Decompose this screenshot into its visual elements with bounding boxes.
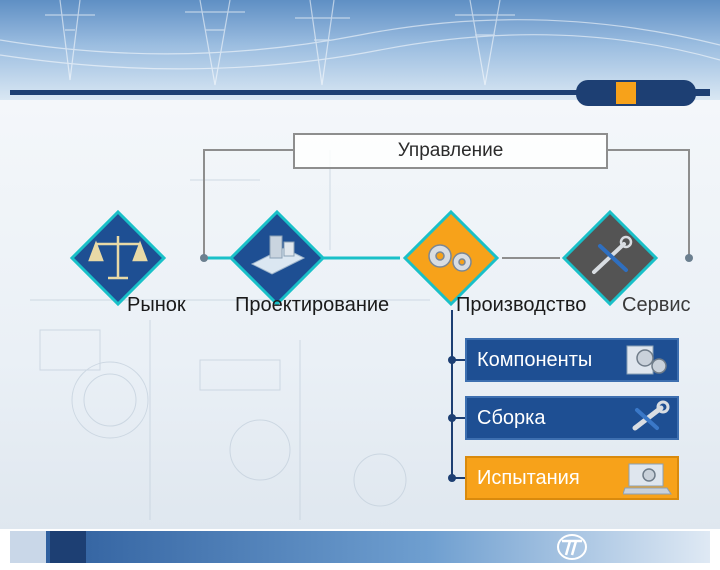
laptop-test-icon bbox=[623, 463, 672, 495]
footer-block-dark bbox=[50, 531, 86, 563]
step-testing: Испытания bbox=[465, 456, 679, 500]
stage-label-production: Производство bbox=[456, 294, 587, 316]
step-components-label: Компоненты bbox=[477, 348, 593, 371]
header-bar bbox=[10, 90, 580, 95]
management-box: Управление bbox=[293, 133, 608, 169]
step-assembly: Сборка bbox=[465, 396, 679, 440]
stage-design-node bbox=[228, 209, 326, 307]
step-assembly-label: Сборка bbox=[477, 406, 546, 429]
stage-production-node bbox=[402, 209, 500, 307]
step-components: Компоненты bbox=[465, 338, 679, 382]
wrench-screwdriver-icon bbox=[592, 235, 633, 274]
gears-icon bbox=[428, 244, 472, 272]
footer-block-light bbox=[10, 531, 46, 563]
management-label: Управление bbox=[397, 140, 504, 161]
header-bar-cap bbox=[576, 80, 696, 106]
step-testing-label: Испытания bbox=[477, 466, 580, 489]
stage-label-market: Рынок bbox=[127, 294, 186, 316]
blueprint-icon bbox=[250, 235, 306, 275]
gears-box-icon bbox=[626, 345, 667, 375]
footer-strip bbox=[10, 531, 710, 563]
company-logo-icon bbox=[557, 534, 587, 560]
stage-service-node bbox=[561, 209, 659, 307]
stage-label-service: Сервис bbox=[622, 294, 691, 316]
scales-icon bbox=[88, 236, 148, 280]
header-accent bbox=[616, 82, 636, 104]
stage-market-node bbox=[69, 209, 167, 307]
header-bar-tip bbox=[694, 89, 710, 96]
tools-icon bbox=[632, 400, 670, 431]
stage-label-design: Проектирование bbox=[235, 294, 390, 316]
